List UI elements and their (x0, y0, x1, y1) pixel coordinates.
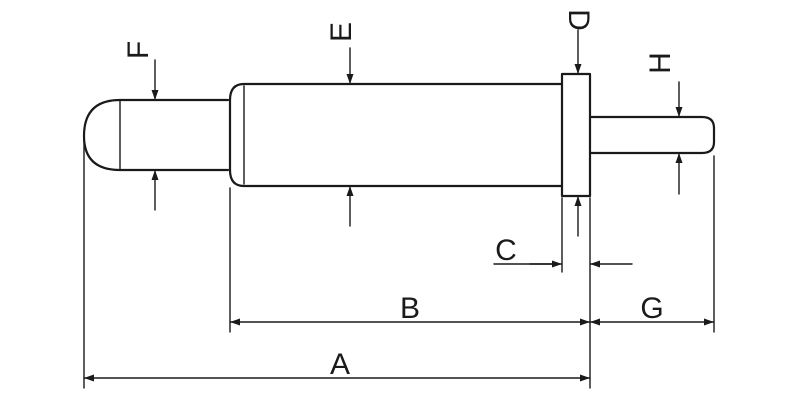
dimension-h-label: H (644, 52, 677, 74)
extension-lines (83, 139, 715, 389)
dimension-b-label: B (400, 292, 420, 325)
dimension-g-label: G (640, 292, 663, 325)
dimension-b: B (229, 292, 591, 326)
dimension-f-label: F (122, 41, 155, 59)
dimension-a-label: A (330, 348, 350, 381)
tail-pin (588, 115, 716, 155)
collar (560, 72, 592, 198)
dimension-e: E (325, 22, 358, 227)
dimension-e-label: E (325, 22, 358, 42)
dimension-a: A (83, 348, 591, 382)
barrel (228, 82, 564, 188)
dimension-f: F (122, 41, 159, 211)
dimension-d-label: D (562, 9, 595, 31)
dimension-c-label: C (495, 234, 517, 267)
dimension-h: H (644, 52, 683, 195)
pin-body (82, 72, 716, 198)
dimension-d: D (562, 9, 595, 237)
dimension-c: C (493, 234, 633, 268)
plunger-tip (82, 98, 230, 172)
dimension-g: G (589, 292, 715, 326)
